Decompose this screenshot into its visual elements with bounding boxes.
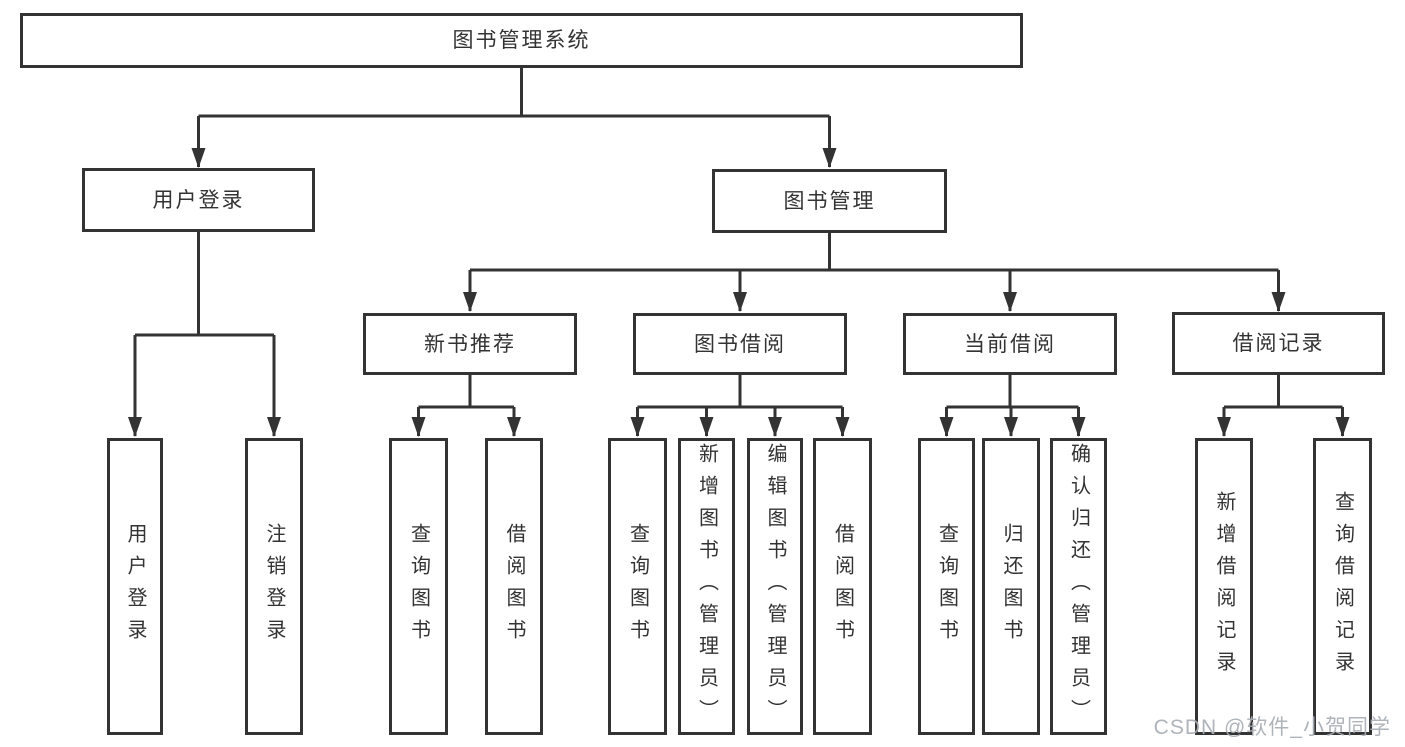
leaf-confirm-return-label: 确认归还（管理员）: [1067, 442, 1090, 731]
node-root-label: 图书管理系统: [452, 29, 591, 52]
node-book-management: 图书管理: [712, 169, 947, 233]
leaf-borrow-book-b: 借阅图书: [813, 438, 872, 735]
node-current-borrow-label: 当前借阅: [964, 332, 1056, 356]
node-user-login: 用户登录: [82, 168, 315, 232]
node-current-borrow: 当前借阅: [903, 313, 1117, 375]
leaf-add-book-label: 新增图书（管理员）: [695, 442, 718, 731]
leaf-query-book-b-label: 查询图书: [626, 522, 649, 651]
csdn-watermark: CSDN @软件_小贺同学: [1153, 716, 1391, 739]
leaf-borrow-book-a-label: 借阅图书: [503, 522, 525, 651]
leaf-query-book-a-label: 查询图书: [407, 522, 430, 651]
node-book-management-label: 图书管理: [783, 189, 876, 213]
leaf-query-book-a: 查询图书: [389, 438, 448, 735]
leaf-borrow-book-b-label: 借阅图书: [831, 522, 854, 651]
leaf-query-book-c-label: 查询图书: [935, 522, 958, 651]
leaf-query-record: 查询借阅记录: [1313, 438, 1372, 735]
leaf-logout-label: 注销登录: [263, 522, 285, 651]
node-book-borrow-label: 图书借阅: [694, 332, 786, 356]
leaf-query-book-b: 查询图书: [608, 438, 667, 735]
node-root: 图书管理系统: [20, 13, 1023, 68]
leaf-query-book-c: 查询图书: [918, 438, 975, 735]
leaf-add-record: 新增借阅记录: [1195, 438, 1253, 735]
connector-arrow-lines: [128, 116, 1350, 437]
leaf-edit-book-label: 编辑图书（管理员）: [764, 442, 786, 731]
leaf-add-record-label: 新增借阅记录: [1213, 490, 1235, 683]
node-borrow-records: 借阅记录: [1172, 312, 1385, 375]
node-user-login-label: 用户登录: [152, 188, 245, 212]
leaf-edit-book: 编辑图书（管理员）: [747, 438, 803, 735]
leaf-borrow-book-a: 借阅图书: [485, 438, 543, 735]
node-borrow-records-label: 借阅记录: [1232, 332, 1325, 355]
leaf-logout: 注销登录: [245, 438, 303, 735]
leaf-add-book: 新增图书（管理员）: [678, 438, 735, 735]
leaf-return-book-label: 归还图书: [1000, 522, 1022, 651]
leaf-user-login: 用户登录: [107, 438, 163, 735]
node-book-borrow: 图书借阅: [633, 313, 847, 375]
node-new-book-recommend: 新书推荐: [363, 313, 577, 375]
node-new-book-recommend-label: 新书推荐: [424, 332, 516, 356]
leaf-return-book: 归还图书: [982, 438, 1040, 735]
leaf-confirm-return: 确认归还（管理员）: [1050, 438, 1107, 735]
leaf-user-login-label: 用户登录: [124, 522, 146, 651]
leaf-query-record-label: 查询借阅记录: [1331, 490, 1354, 683]
